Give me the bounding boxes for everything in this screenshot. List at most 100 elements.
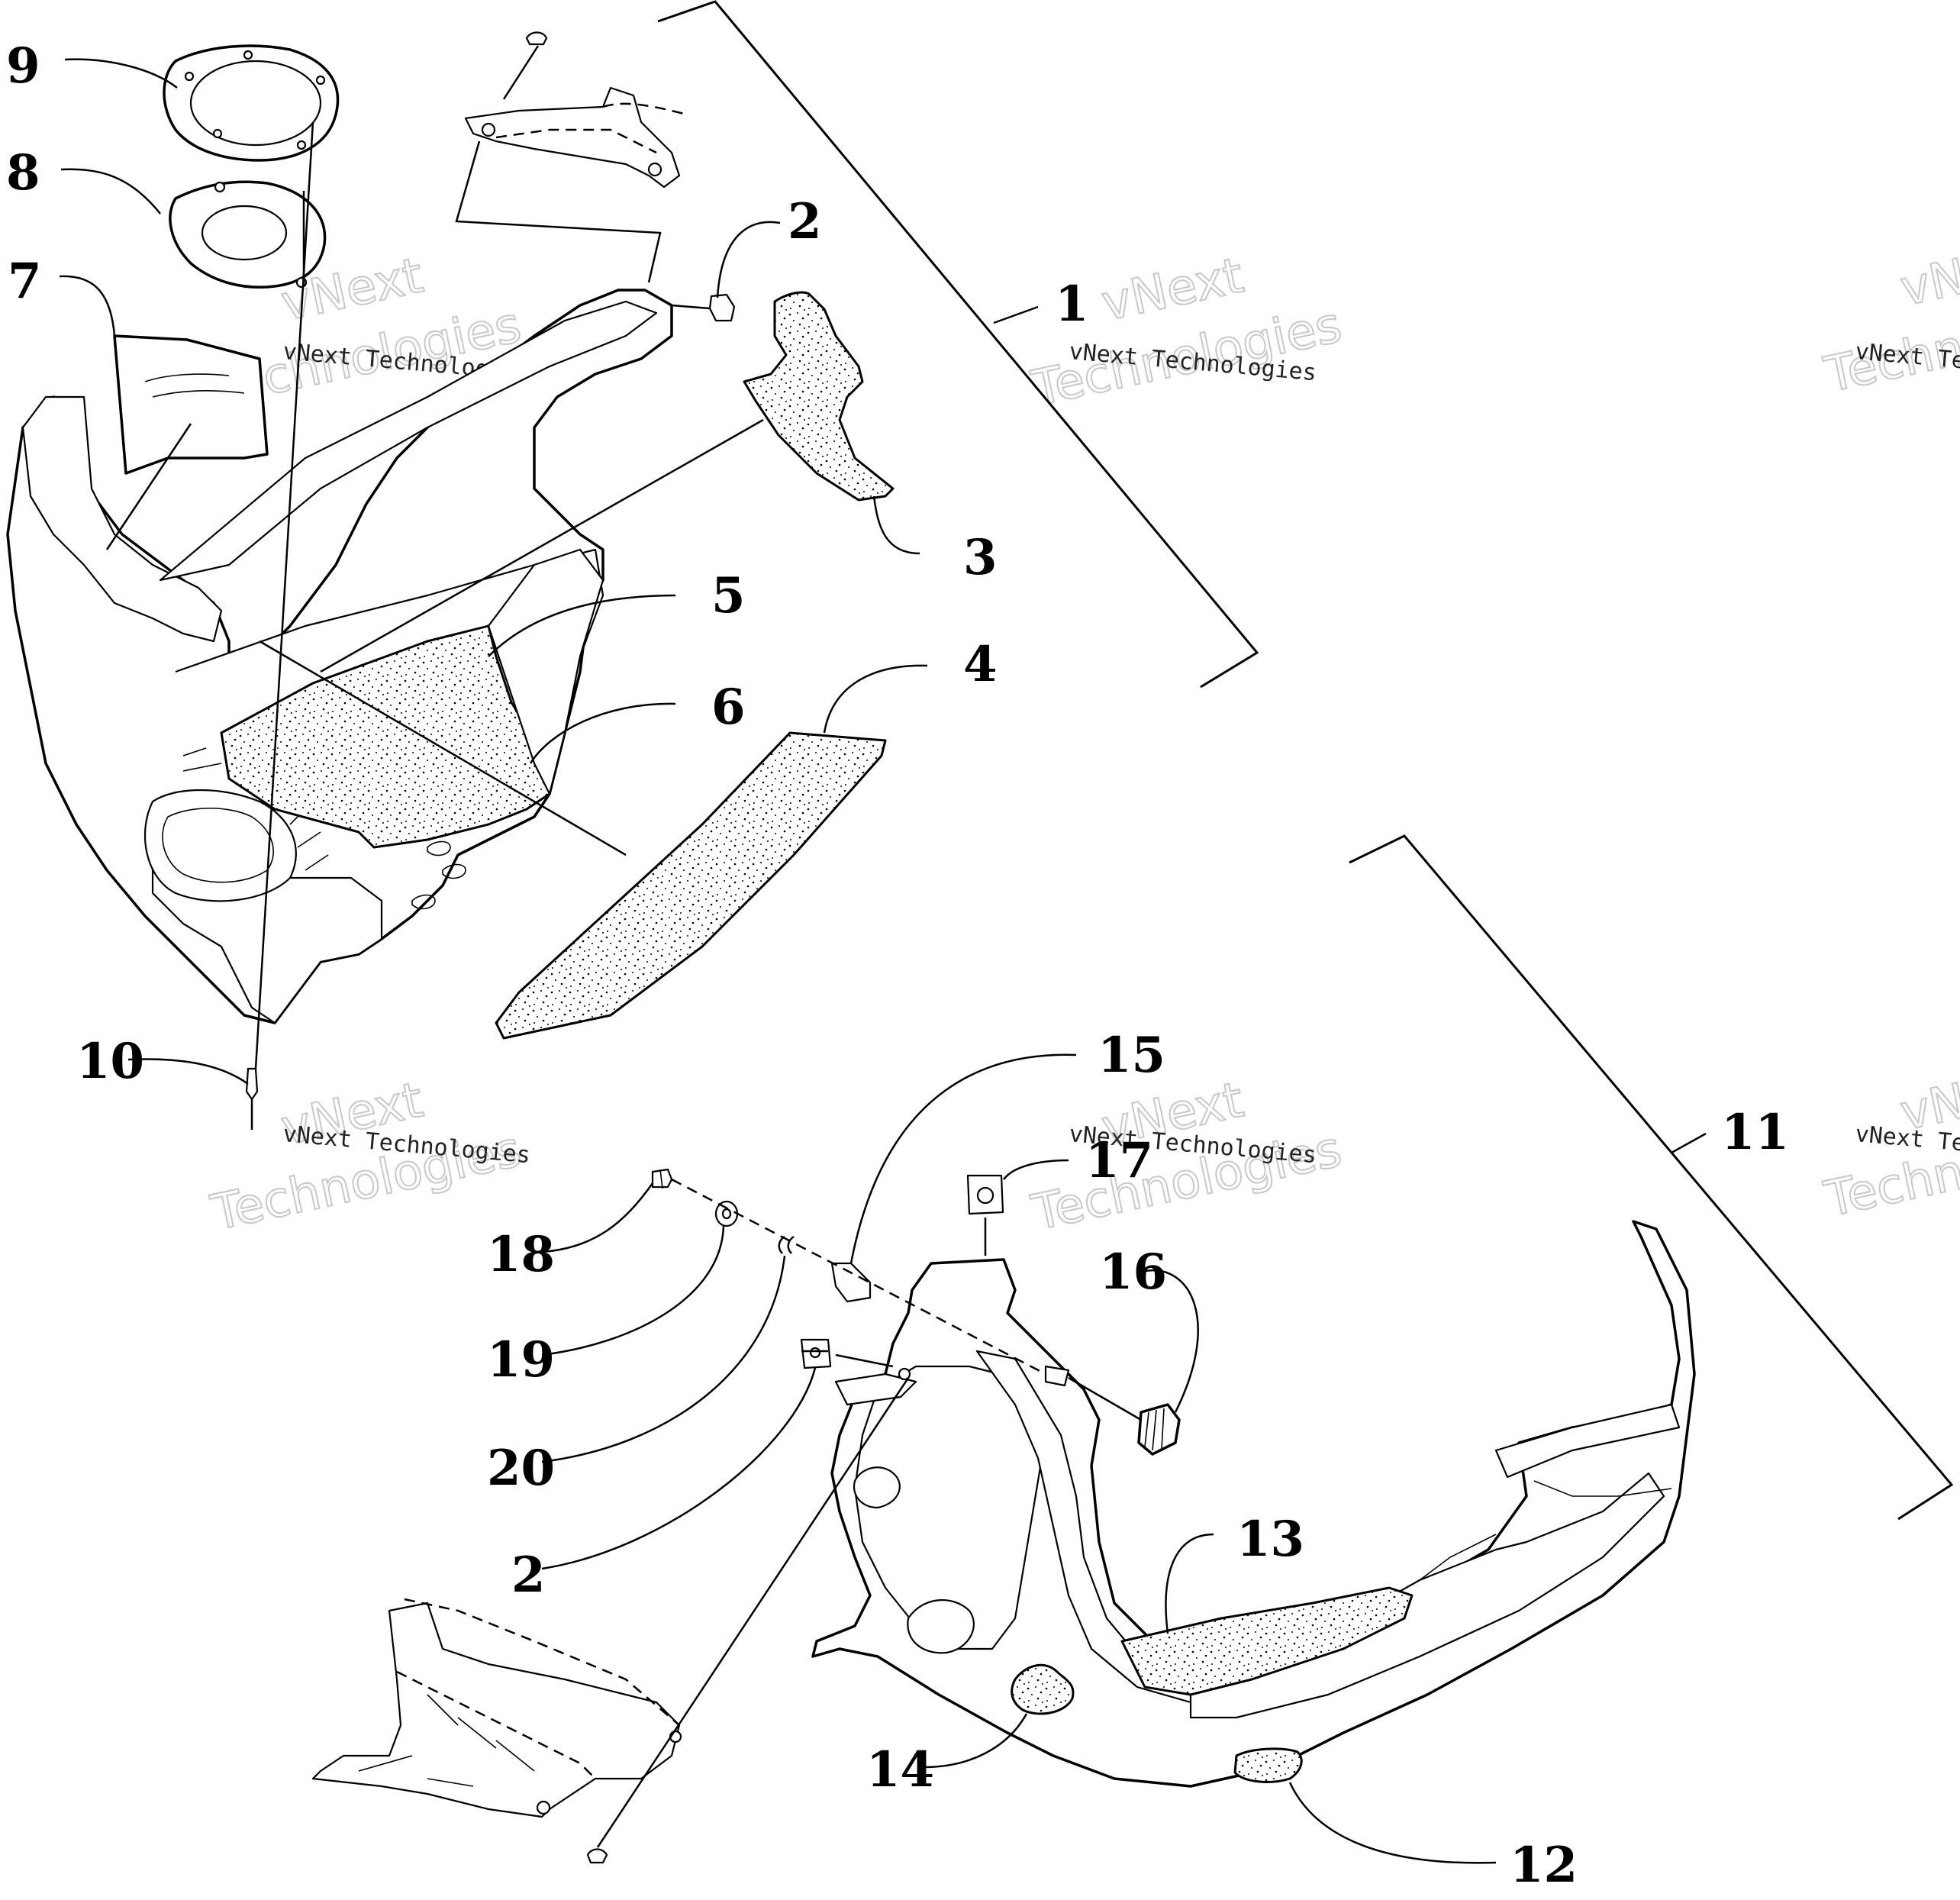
gasket-part-8-opening	[201, 205, 288, 261]
leader-18	[541, 1182, 654, 1253]
callout-3: 3	[963, 529, 998, 586]
callout-10: 10	[76, 1033, 144, 1090]
pad-part-12	[1233, 1747, 1303, 1783]
upper-hood-vent-slots	[411, 840, 466, 910]
leader-10	[127, 1058, 249, 1085]
callout-17: 17	[1085, 1132, 1153, 1189]
leader-16	[1144, 1269, 1199, 1413]
callout-6: 6	[711, 679, 746, 736]
leader-7	[59, 275, 116, 337]
knob-bushing	[1044, 1365, 1070, 1387]
clip-part-2-upper	[708, 293, 736, 322]
bracket-connector-line	[455, 140, 662, 283]
screw-leader	[502, 45, 540, 100]
fastener-assembly-line	[671, 1178, 1046, 1376]
leader-5	[488, 594, 676, 657]
leader-9	[64, 58, 178, 89]
leader-20	[541, 1255, 786, 1463]
leader-19	[541, 1225, 725, 1356]
callout-8: 8	[6, 144, 40, 202]
lower-body-pocket-upper	[853, 1466, 901, 1509]
watermark-partial-top: vNe	[1896, 243, 1960, 318]
screw-top	[525, 31, 548, 46]
upper-hood-hatching	[182, 747, 329, 871]
leader-8	[60, 168, 161, 215]
leader-14	[923, 1713, 1028, 1769]
washer-part-19-hole	[721, 1208, 732, 1220]
bushing-part-15	[830, 1262, 872, 1303]
clip-lower-leader	[835, 1353, 894, 1368]
lower-bracket-detail	[358, 1694, 535, 1787]
foam-part-13	[1120, 1586, 1414, 1696]
callout-15: 15	[1098, 1027, 1165, 1084]
leader-3	[872, 495, 920, 555]
pad-part-14	[1011, 1663, 1075, 1715]
leader-12	[1288, 1782, 1497, 1864]
assembly-bracket-11	[1349, 834, 1954, 1521]
lower-mount-bracket-hidden	[396, 1598, 680, 1779]
callout-11: 11	[1721, 1104, 1789, 1161]
lower-body-bellypan	[811, 1220, 1696, 1788]
leader-2b	[541, 1367, 817, 1570]
assembly-line-foam-4	[259, 640, 627, 856]
callout-12: 12	[1510, 1837, 1578, 1894]
callout-2-lower: 2	[511, 1547, 546, 1604]
lower-body-front-edge	[1494, 1403, 1681, 1479]
bracket-11-leader	[1671, 1132, 1707, 1154]
leader-15	[849, 1053, 1077, 1264]
knob-assembly-line	[1068, 1376, 1142, 1421]
foam-part-3	[743, 291, 895, 502]
nut-part-17-bore	[976, 1186, 995, 1205]
window-part-7-reflection	[144, 373, 245, 398]
lower-body-pocket	[907, 1598, 975, 1654]
rivet-part-10	[245, 1067, 259, 1101]
foam-part-4	[495, 731, 887, 1040]
leader-4	[823, 664, 928, 734]
callout-4: 4	[963, 636, 998, 693]
callout-13: 13	[1236, 1511, 1304, 1568]
leader-2a	[716, 221, 781, 298]
ring-part-9-opening	[189, 60, 322, 147]
bracket-hole	[481, 122, 496, 137]
clip-hole	[809, 1347, 821, 1359]
callout-14: 14	[866, 1741, 934, 1798]
screw-part-18-thread	[659, 1169, 663, 1189]
top-mount-bracket	[464, 86, 681, 189]
callout-1: 1	[1055, 276, 1089, 333]
assembly-line-lower-screw	[596, 1377, 910, 1848]
lower-mount-bracket	[311, 1602, 681, 1818]
screw-lower	[586, 1848, 608, 1864]
callout-18: 18	[487, 1226, 555, 1283]
knob-part-16	[1137, 1403, 1181, 1456]
callout-19: 19	[487, 1331, 555, 1389]
ring-hole	[184, 71, 195, 82]
callout-2-upper: 2	[788, 193, 822, 250]
gasket-hole	[214, 181, 226, 193]
ring-hole	[296, 140, 307, 150]
mount-hole	[898, 1367, 911, 1381]
assembly-line-foam-3	[320, 418, 764, 673]
callout-16: 16	[1099, 1244, 1167, 1301]
leader-17	[1003, 1159, 1069, 1180]
clip-leader	[671, 304, 711, 310]
ring-hole	[243, 50, 253, 60]
assembly-bracket-1	[657, 0, 1259, 689]
callout-5: 5	[711, 567, 746, 624]
window-part-7	[113, 334, 269, 475]
upper-hood-lower-lip	[151, 861, 383, 1024]
foam-part-6	[487, 548, 604, 795]
bracket-1-leader	[993, 305, 1039, 324]
knob-part-16-ridges	[1144, 1408, 1165, 1451]
upper-hood-left-fin	[21, 395, 223, 643]
assembly-line-window	[105, 423, 192, 550]
top-mount-bracket-hidden	[495, 102, 688, 154]
ring-hole	[315, 75, 326, 85]
upper-hood-ridge	[159, 300, 658, 582]
ring-hole	[212, 128, 223, 139]
bracket-hole	[536, 1800, 551, 1815]
leader-13	[1165, 1533, 1214, 1634]
leader-6	[529, 702, 676, 764]
lower-body-panel-line	[1419, 1480, 1672, 1581]
bracket-hole	[647, 162, 662, 177]
